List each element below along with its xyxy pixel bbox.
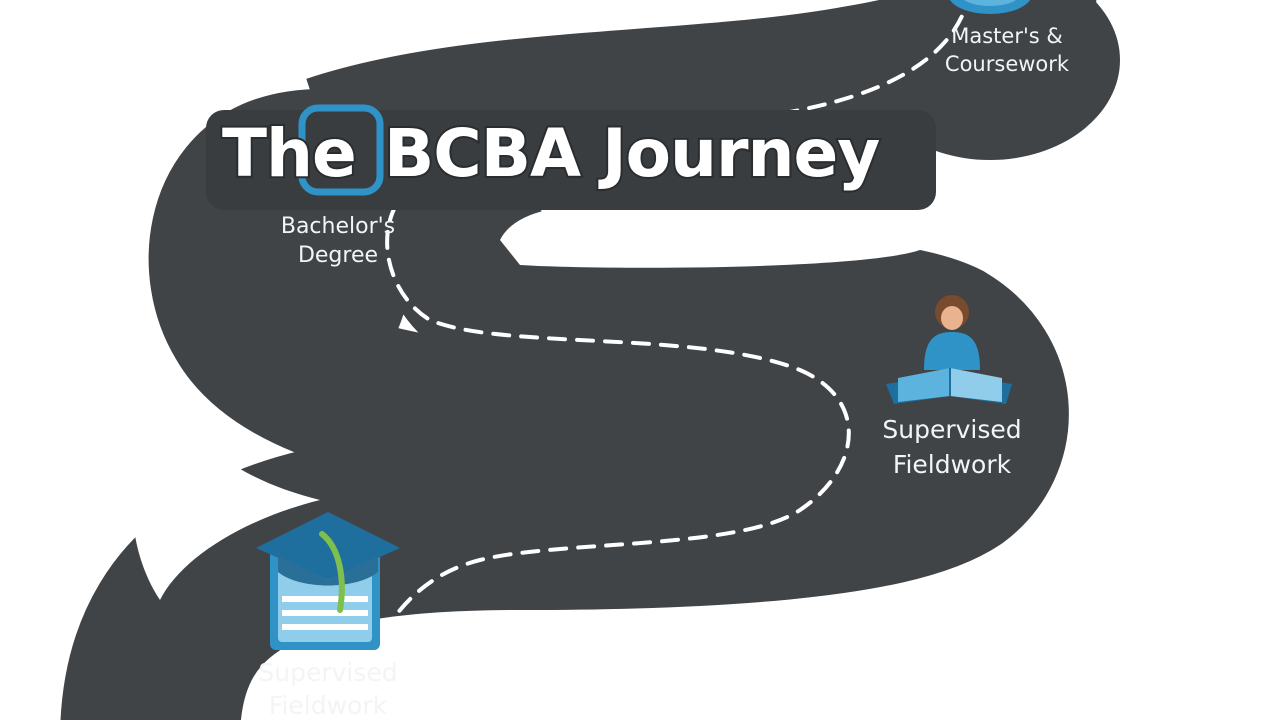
title-banner: The BCBA Journey <box>206 104 936 210</box>
stop-masters-coursework: Master's & Coursework <box>922 22 1092 78</box>
stop-masters-line1: Master's & <box>951 24 1063 48</box>
stop-fieldwork-low-line2: Fieldwork <box>268 691 388 720</box>
stop-bachelors-line1: Bachelor's <box>280 214 396 239</box>
stop-fieldwork-mid-line2: Fieldwork <box>892 450 1012 479</box>
road-curve-mid-right <box>780 290 1060 550</box>
stop-supervised-fieldwork-middle: Supervised Fieldwork <box>864 412 1040 482</box>
road-center-dashes <box>358 0 970 692</box>
title-bcba-journey: BCBA Journey <box>384 115 879 192</box>
road-inner-white-left <box>132 380 320 600</box>
stop-fieldwork-low-line1: Supervised <box>258 658 398 687</box>
graduation-cap-book-icon <box>256 512 400 650</box>
title-highlight-frame <box>298 104 384 196</box>
stop-supervised-fieldwork-lower: Supervised Fieldwork <box>240 656 416 720</box>
road-inner-white-lower <box>500 204 920 268</box>
stop-masters-line2: Coursework <box>944 52 1070 76</box>
stop-bachelors-line2: Degree <box>297 243 379 268</box>
student-reading-icon <box>886 295 1012 404</box>
stop-bachelors-degree: Bachelor's Degree <box>250 212 426 270</box>
stop-fieldwork-mid-line1: Supervised <box>882 415 1022 444</box>
title-shadow-box <box>206 110 936 210</box>
globe-icon <box>949 0 1031 14</box>
title-the: The <box>222 115 356 192</box>
road-inner-white-bottom <box>470 560 1056 720</box>
